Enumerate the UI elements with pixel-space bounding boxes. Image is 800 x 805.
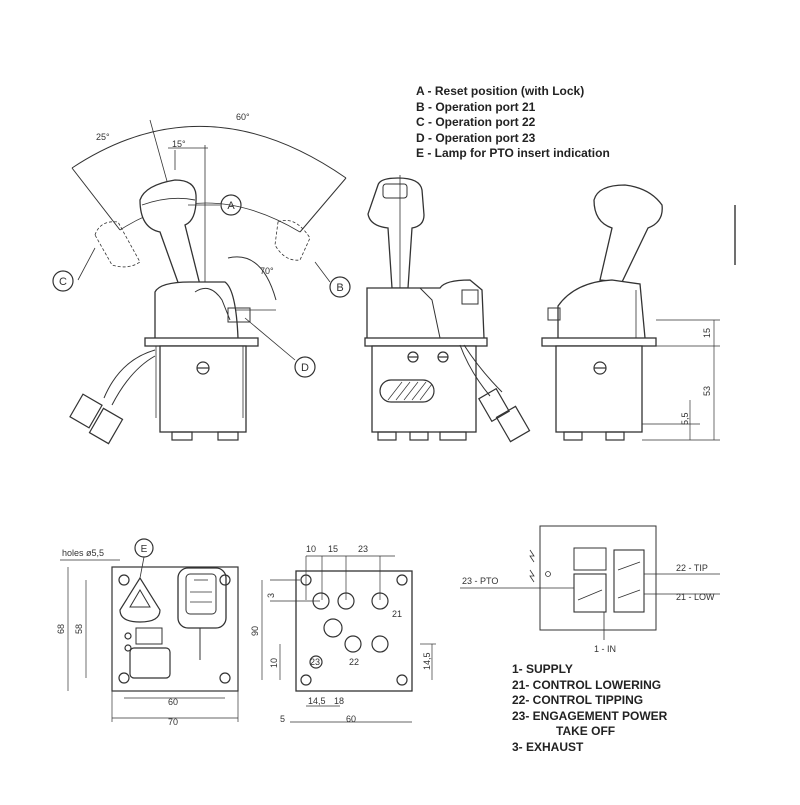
legend-item-b: B - Operation port 21 — [416, 99, 536, 114]
dim-60-mid: 60 — [346, 714, 356, 724]
callout-a-circle — [220, 194, 242, 216]
dim-14-5-bottom: 14,5 — [308, 696, 326, 706]
schematic-low: 21 - LOW — [676, 592, 715, 602]
legend-port-21: 21- CONTROL LOWERING — [512, 677, 662, 692]
callout-b-circle — [329, 276, 351, 298]
legend-port-1: 1- SUPPLY — [512, 662, 573, 676]
schematic: 23 - PTO 22 - TIP 21 - LOW 1 - IN — [460, 525, 720, 654]
dim-68: 68 — [56, 624, 66, 634]
dim-10-top: 10 — [306, 544, 316, 554]
dim-58: 58 — [74, 624, 84, 634]
angle-60: 60° — [236, 112, 250, 122]
legend-item-e: E - Lamp for PTO insert indication — [416, 146, 610, 160]
middle-view — [364, 175, 531, 443]
legend-top: A - Reset position (with Lock) B - Opera… — [416, 84, 610, 162]
dim-90: 90 — [250, 626, 260, 636]
legend-port-23: 23- ENGAGEMENT POWER — [512, 708, 668, 723]
dim-23-top: 23 — [358, 544, 368, 554]
legend-item-d: D - Operation port 23 — [416, 130, 536, 145]
schematic-in: 1 - IN — [594, 644, 616, 654]
callout-c-circle — [52, 270, 74, 292]
angle-15: 15° — [172, 139, 186, 149]
legend-item-c: C - Operation port 22 — [416, 115, 536, 129]
callout-a: A — [227, 200, 235, 212]
port-layout: 10 15 23 3 90 10 14,5 14,5 18 5 60 21 22… — [250, 544, 436, 724]
legend-port-3: 3- EXHAUST — [512, 739, 584, 754]
side-view: 15 53 5,5 — [541, 184, 736, 441]
label-holes: holes ø5,5 — [62, 548, 104, 558]
legend-item-a: A - Reset position (with Lock) — [416, 84, 585, 98]
port-label-22: 22 — [349, 657, 359, 667]
dim-15: 15 — [702, 328, 712, 338]
dim-60-left: 60 — [168, 697, 178, 707]
dim-15-top: 15 — [328, 544, 338, 554]
callout-e: E — [141, 544, 148, 555]
front-view: A C B D 25° 60° 15° 70° — [52, 112, 351, 445]
dim-18: 18 — [334, 696, 344, 706]
schematic-tip: 22 - TIP — [676, 563, 708, 573]
callout-d-circle — [294, 356, 316, 378]
callout-c: C — [59, 276, 67, 288]
dim-70: 70 — [168, 717, 178, 727]
dim-5-5: 5,5 — [680, 412, 690, 425]
port-label-21: 21 — [392, 609, 402, 619]
dim-14-5-right: 14,5 — [422, 652, 432, 670]
legend-bottom: 1- SUPPLY 21- CONTROL LOWERING 22- CONTR… — [512, 662, 667, 755]
dim-3: 3 — [266, 593, 276, 598]
callout-b: B — [336, 282, 343, 294]
callout-d: D — [301, 362, 309, 374]
dim-53: 53 — [702, 386, 712, 396]
dim-10-left: 10 — [269, 658, 279, 668]
port-label-23: 23 — [310, 657, 320, 667]
dim-5: 5 — [280, 714, 285, 724]
angle-25: 25° — [96, 132, 110, 142]
top-view-left: E holes ø5,5 68 58 60 70 — [56, 538, 239, 727]
schematic-pto: 23 - PTO — [462, 576, 498, 586]
legend-port-22: 22- CONTROL TIPPING — [512, 693, 644, 707]
legend-port-23-cont: TAKE OFF — [556, 724, 616, 738]
angle-70: 70° — [260, 266, 274, 276]
